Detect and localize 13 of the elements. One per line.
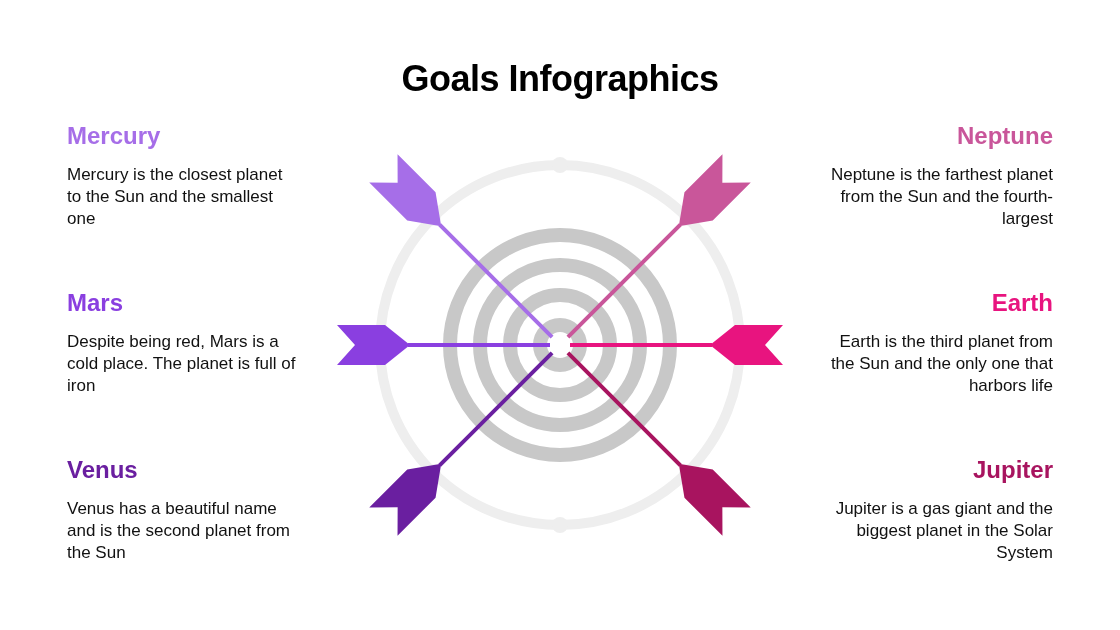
planet-description: Earth is the third planet from the Sun and the only one that harbors life	[829, 331, 1053, 397]
planet-description: Mercury is the closest planet to the Sun and the smallest one	[67, 164, 284, 230]
planet-description: Jupiter is a gas giant and the biggest planet in the Solar System	[834, 498, 1053, 564]
planet-heading: Venus	[67, 456, 139, 484]
planet-heading: Mars	[67, 289, 125, 317]
planet-description: Despite being red, Mars is a cold place. The planet is full of iron	[67, 331, 297, 397]
planet-heading: Jupiter	[972, 456, 1053, 484]
title: Goals Infographics	[400, 58, 720, 100]
planet-heading: Earth	[990, 289, 1053, 317]
planet-heading: Neptune	[956, 122, 1053, 150]
planet-description: Venus has a beautiful name and is the second planet from the Sun	[67, 498, 292, 564]
planet-description: Neptune is the farthest planet from the Sun and the fourth-largest	[829, 164, 1053, 230]
planet-heading: Mercury	[67, 122, 162, 150]
